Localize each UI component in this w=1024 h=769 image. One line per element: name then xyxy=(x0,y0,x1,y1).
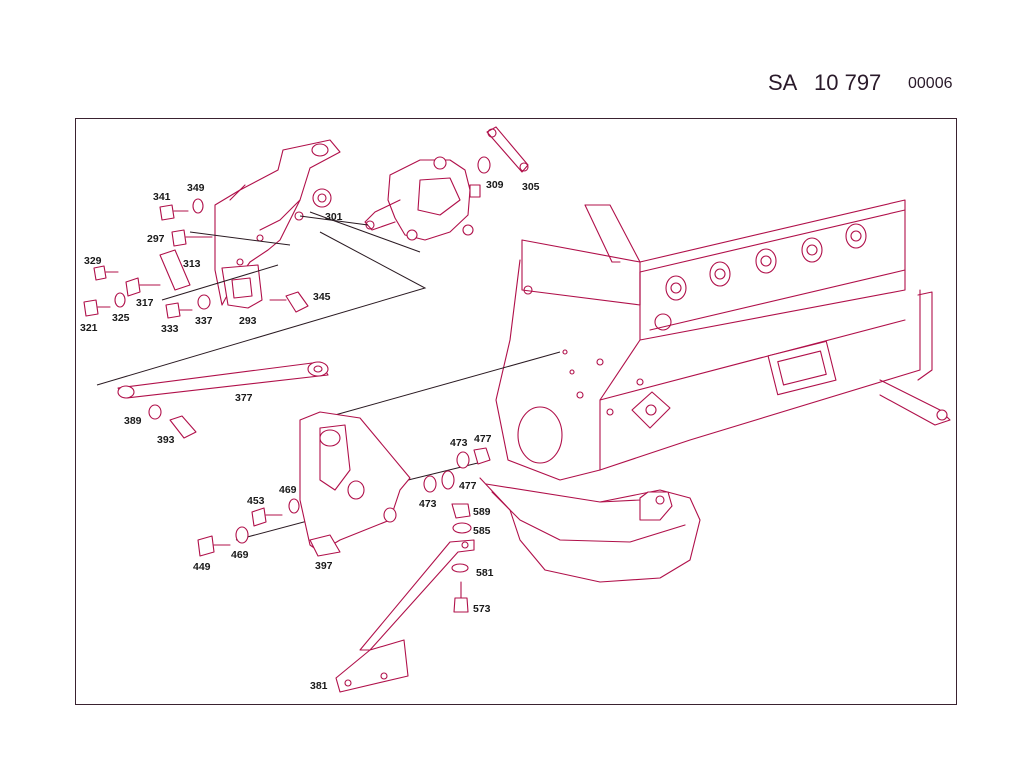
callout-301: 301 xyxy=(325,211,343,223)
callout-341: 341 xyxy=(153,191,171,203)
callout-477-upper: 477 xyxy=(474,433,492,445)
callout-297: 297 xyxy=(147,233,165,245)
callout-473-upper: 473 xyxy=(450,437,468,449)
injection-pump xyxy=(364,156,481,241)
callout-349: 349 xyxy=(187,182,205,194)
callout-389: 389 xyxy=(124,415,142,427)
callout-345: 345 xyxy=(313,291,331,303)
bracket-293 xyxy=(214,139,341,309)
callout-585: 585 xyxy=(473,525,491,537)
callout-305: 305 xyxy=(522,181,540,193)
callout-473-lower: 473 xyxy=(419,498,437,510)
callout-325: 325 xyxy=(112,312,130,324)
header-number: 10 797 xyxy=(814,70,882,95)
diagram-frame xyxy=(75,118,957,705)
callout-293: 293 xyxy=(239,315,257,327)
callout-377: 377 xyxy=(235,392,253,404)
engine-block xyxy=(495,199,951,481)
callout-337: 337 xyxy=(195,315,213,327)
callout-453: 453 xyxy=(247,495,265,507)
callout-477-lower: 477 xyxy=(459,480,477,492)
callout-469-lower: 469 xyxy=(231,549,249,561)
callout-321: 321 xyxy=(80,322,98,334)
callout-449: 449 xyxy=(193,561,211,573)
drawing-header: SA 10 797 00006 xyxy=(760,66,970,96)
fasteners-upper xyxy=(83,188,332,319)
callout-329: 329 xyxy=(84,255,102,267)
callout-381: 381 xyxy=(310,680,328,692)
header-prefix: SA xyxy=(768,70,798,95)
callout-309: 309 xyxy=(486,179,504,191)
callout-393: 393 xyxy=(157,434,175,446)
strut-377 xyxy=(117,361,329,439)
callout-397: 397 xyxy=(315,560,333,572)
fasteners-lower xyxy=(197,447,491,613)
callout-333: 333 xyxy=(161,323,179,335)
callout-317: 317 xyxy=(136,297,154,309)
oil-pan xyxy=(479,477,701,583)
link-305 xyxy=(477,126,529,174)
callout-313: 313 xyxy=(183,258,201,270)
callout-589: 589 xyxy=(473,506,491,518)
callout-469-upper: 469 xyxy=(279,484,297,496)
callout-581: 581 xyxy=(476,567,494,579)
bracket-397 xyxy=(299,411,411,557)
callout-573: 573 xyxy=(473,603,491,615)
leader-lines xyxy=(96,211,561,541)
callout-labels: 341 349 297 329 313 317 321 325 333 337 … xyxy=(80,179,540,692)
header-code: 00006 xyxy=(908,75,953,92)
support-381 xyxy=(335,539,475,693)
